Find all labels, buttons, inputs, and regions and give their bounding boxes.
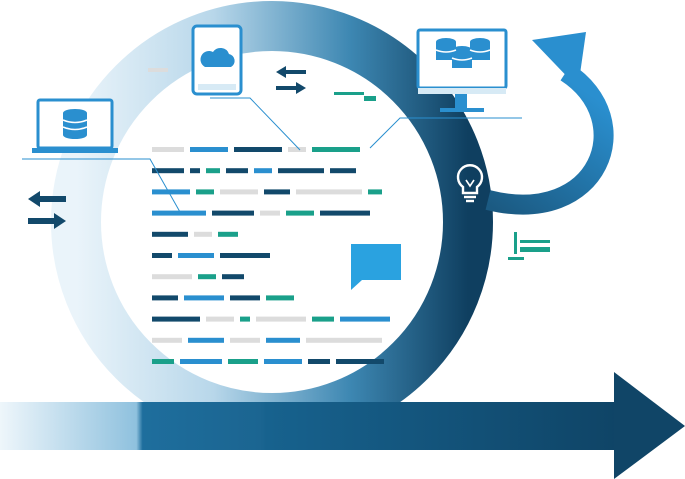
code-segment bbox=[254, 168, 272, 174]
code-segment bbox=[230, 337, 260, 343]
code-segment bbox=[336, 359, 384, 364]
code-segment bbox=[266, 337, 300, 343]
code-segment bbox=[264, 189, 290, 195]
code-segment bbox=[152, 253, 172, 258]
code-segment bbox=[260, 210, 280, 216]
code-segment bbox=[320, 210, 370, 216]
code-segment bbox=[308, 359, 330, 364]
laptop-database-icon bbox=[32, 98, 118, 153]
code-segment bbox=[206, 168, 220, 174]
code-segment bbox=[194, 231, 212, 237]
code-segment bbox=[278, 168, 324, 174]
code-segment bbox=[296, 189, 362, 195]
decor-dash bbox=[148, 68, 168, 72]
tablet-cloud-icon bbox=[191, 24, 243, 96]
sync-arrows-icon bbox=[28, 191, 66, 229]
code-segment bbox=[240, 316, 250, 322]
code-segment bbox=[198, 274, 216, 280]
code-lines bbox=[152, 147, 390, 364]
code-segment bbox=[188, 337, 224, 343]
code-segment bbox=[312, 316, 334, 322]
code-segment bbox=[180, 359, 222, 364]
chat-bubble-icon bbox=[351, 244, 401, 290]
code-segment bbox=[218, 231, 238, 237]
cycle-arrow-icon bbox=[485, 32, 614, 215]
code-segment bbox=[288, 147, 306, 152]
code-segment bbox=[152, 295, 178, 301]
code-segment bbox=[152, 189, 190, 195]
callout-lines bbox=[22, 97, 522, 213]
code-segment bbox=[306, 337, 382, 343]
code-segment bbox=[230, 295, 260, 301]
decor-ticks bbox=[508, 232, 550, 260]
code-segment bbox=[312, 147, 360, 152]
code-segment bbox=[152, 168, 184, 174]
lightbulb-icon bbox=[456, 164, 484, 203]
code-segment bbox=[190, 147, 228, 152]
code-segment bbox=[196, 189, 214, 195]
monitor-database-icon bbox=[416, 28, 508, 112]
code-segment bbox=[228, 359, 258, 364]
code-segment bbox=[152, 337, 182, 343]
sync-arrows-icon bbox=[276, 66, 306, 94]
code-segment bbox=[222, 274, 244, 280]
code-segment bbox=[220, 253, 270, 258]
code-segment bbox=[178, 253, 214, 258]
progress-arrow-icon bbox=[0, 372, 685, 479]
code-segment bbox=[266, 295, 294, 301]
code-segment bbox=[256, 316, 306, 322]
code-segment bbox=[184, 295, 224, 301]
code-segment bbox=[152, 274, 192, 280]
code-segment bbox=[152, 316, 200, 322]
code-segment bbox=[152, 147, 184, 152]
code-segment bbox=[264, 359, 302, 364]
code-segment bbox=[212, 210, 254, 216]
code-segment bbox=[368, 189, 382, 195]
code-segment bbox=[234, 147, 282, 152]
code-segment bbox=[190, 168, 200, 174]
code-segment bbox=[340, 316, 390, 322]
code-segment bbox=[152, 210, 206, 216]
code-segment bbox=[152, 231, 188, 237]
decor-ticks bbox=[334, 92, 376, 101]
code-segment bbox=[286, 210, 314, 216]
code-segment bbox=[226, 168, 248, 174]
code-segment bbox=[206, 316, 234, 322]
code-segment bbox=[330, 168, 356, 174]
code-segment bbox=[152, 359, 174, 364]
code-segment bbox=[220, 189, 258, 195]
